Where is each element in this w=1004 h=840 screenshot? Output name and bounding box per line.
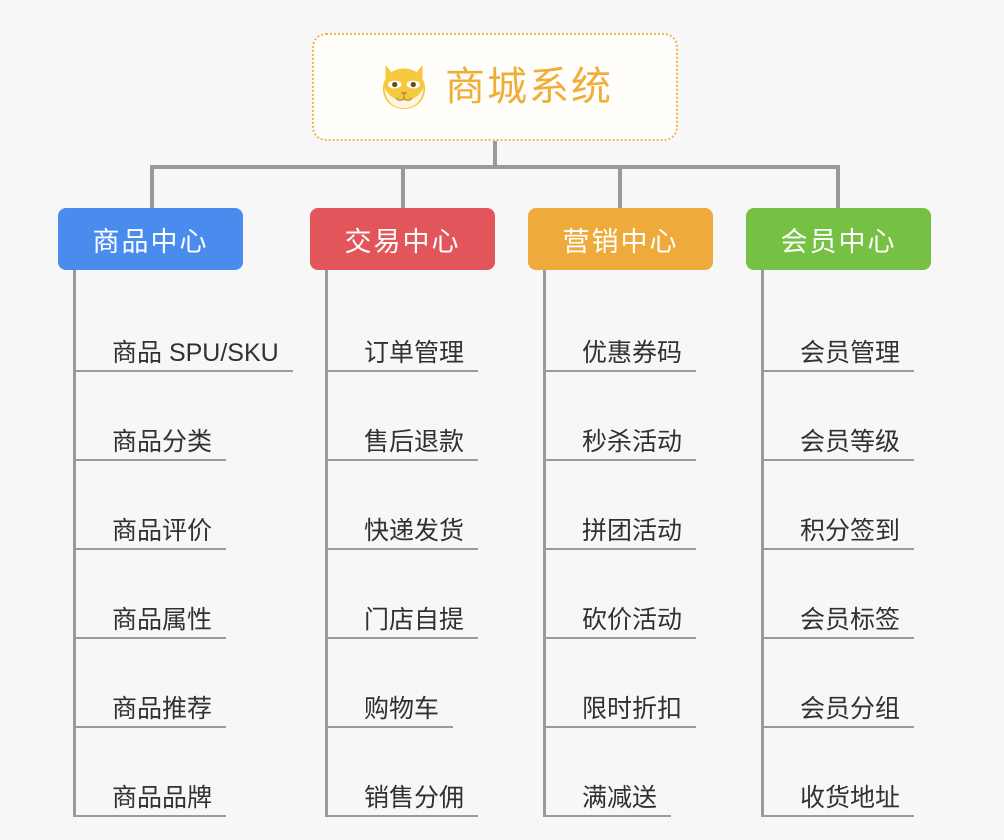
list-item[interactable]: 商品推荐 xyxy=(76,639,298,728)
list-item[interactable]: 优惠券码 xyxy=(546,283,758,372)
leaf-underline xyxy=(764,815,914,817)
list-item[interactable]: 限时折扣 xyxy=(546,639,758,728)
list-item[interactable]: 快递发货 xyxy=(328,461,540,550)
list-item[interactable]: 会员管理 xyxy=(764,283,976,372)
category-header-trade-center[interactable]: 交易中心 xyxy=(310,208,495,270)
leaf-underline xyxy=(546,637,696,639)
category-header-marketing-center[interactable]: 营销中心 xyxy=(528,208,713,270)
connector-drop-member-center xyxy=(836,165,840,209)
leaf-list-member-center: 会员管理 会员等级 积分签到 会员标签 会员分组 收货地址 xyxy=(761,270,976,817)
list-item[interactable]: 秒杀活动 xyxy=(546,372,758,461)
connector-drop-trade-center xyxy=(401,165,405,209)
leaf-underline xyxy=(764,370,914,372)
list-item[interactable]: 会员分组 xyxy=(764,639,976,728)
leaf-underline xyxy=(764,726,914,728)
branch-trade-center: 交易中心 订单管理 售后退款 快递发货 门店自提 购物车 xyxy=(310,208,540,817)
leaf-underline xyxy=(328,726,453,728)
leaf-label: 收货地址 xyxy=(800,783,901,812)
list-item[interactable]: 商品 SPU/SKU xyxy=(76,283,298,372)
leaf-label: 会员等级 xyxy=(800,427,901,456)
leaf-label: 快递发货 xyxy=(364,516,465,545)
leaf-underline xyxy=(76,637,226,639)
list-item[interactable]: 砍价活动 xyxy=(546,550,758,639)
category-header-product-center[interactable]: 商品中心 xyxy=(58,208,243,270)
root-title: 商城系统 xyxy=(445,65,613,109)
leaf-underline xyxy=(546,459,696,461)
list-item[interactable]: 订单管理 xyxy=(328,283,540,372)
leaf-label: 会员分组 xyxy=(800,694,901,723)
leaf-label: 订单管理 xyxy=(364,338,465,367)
category-label: 会员中心 xyxy=(780,226,897,257)
list-item[interactable]: 商品属性 xyxy=(76,550,298,639)
list-item[interactable]: 积分签到 xyxy=(764,461,976,550)
leaf-underline xyxy=(328,548,478,550)
list-item[interactable]: 满减送 xyxy=(546,728,758,817)
shiba-dog-face-icon xyxy=(382,65,426,109)
connector-horizontal-bus xyxy=(150,165,840,169)
leaf-label: 砍价活动 xyxy=(582,605,683,634)
list-item[interactable]: 拼团活动 xyxy=(546,461,758,550)
leaf-underline xyxy=(76,815,226,817)
connector-drop-marketing-center xyxy=(618,165,622,209)
leaf-label: 优惠券码 xyxy=(582,338,683,367)
leaf-label: 商品属性 xyxy=(112,605,213,634)
leaf-label: 门店自提 xyxy=(364,605,465,634)
leaf-label: 拼团活动 xyxy=(582,516,683,545)
leaf-label: 商品 SPU/SKU xyxy=(112,338,279,367)
category-label: 商品中心 xyxy=(92,226,209,257)
list-item[interactable]: 商品分类 xyxy=(76,372,298,461)
leaf-label: 秒杀活动 xyxy=(582,427,683,456)
leaf-label: 积分签到 xyxy=(800,516,901,545)
leaf-underline xyxy=(764,637,914,639)
connector-drop-product-center xyxy=(150,165,154,209)
leaf-label: 会员管理 xyxy=(800,338,901,367)
leaf-underline xyxy=(328,815,478,817)
leaf-label: 商品分类 xyxy=(112,427,213,456)
list-item[interactable]: 收货地址 xyxy=(764,728,976,817)
leaf-label: 商品品牌 xyxy=(112,783,213,812)
leaf-label: 会员标签 xyxy=(800,605,901,634)
leaf-label: 售后退款 xyxy=(364,427,465,456)
leaf-list-marketing-center: 优惠券码 秒杀活动 拼团活动 砍价活动 限时折扣 满减送 xyxy=(543,270,758,817)
leaf-underline xyxy=(76,459,226,461)
leaf-label: 销售分佣 xyxy=(364,783,465,812)
list-item[interactable]: 门店自提 xyxy=(328,550,540,639)
list-item[interactable]: 购物车 xyxy=(328,639,540,728)
list-item[interactable]: 商品品牌 xyxy=(76,728,298,817)
leaf-label: 商品推荐 xyxy=(112,694,213,723)
category-label: 营销中心 xyxy=(562,226,679,257)
leaf-underline xyxy=(328,370,478,372)
root-node[interactable]: 商城系统 xyxy=(312,33,678,141)
connector-root-stem xyxy=(493,141,497,168)
leaf-underline xyxy=(328,637,478,639)
leaf-list-product-center: 商品 SPU/SKU 商品分类 商品评价 商品属性 商品推荐 商品品牌 xyxy=(73,270,298,817)
leaf-list-trade-center: 订单管理 售后退款 快递发货 门店自提 购物车 销售分佣 xyxy=(325,270,540,817)
leaf-underline xyxy=(76,370,293,372)
list-item[interactable]: 会员标签 xyxy=(764,550,976,639)
leaf-underline xyxy=(76,726,226,728)
leaf-label: 购物车 xyxy=(364,694,440,723)
leaf-underline xyxy=(764,548,914,550)
leaf-underline xyxy=(76,548,226,550)
leaf-underline xyxy=(328,459,478,461)
leaf-underline xyxy=(546,370,696,372)
branch-member-center: 会员中心 会员管理 会员等级 积分签到 会员标签 会员分组 xyxy=(746,208,976,817)
leaf-underline xyxy=(546,815,671,817)
list-item[interactable]: 售后退款 xyxy=(328,372,540,461)
leaf-label: 限时折扣 xyxy=(582,694,683,723)
leaf-underline xyxy=(546,726,696,728)
list-item[interactable]: 销售分佣 xyxy=(328,728,540,817)
leaf-label: 满减送 xyxy=(582,783,658,812)
branch-marketing-center: 营销中心 优惠券码 秒杀活动 拼团活动 砍价活动 限时折扣 xyxy=(528,208,758,817)
category-header-member-center[interactable]: 会员中心 xyxy=(746,208,931,270)
list-item[interactable]: 会员等级 xyxy=(764,372,976,461)
list-item[interactable]: 商品评价 xyxy=(76,461,298,550)
category-label: 交易中心 xyxy=(344,226,461,257)
leaf-underline xyxy=(764,459,914,461)
leaf-label: 商品评价 xyxy=(112,516,213,545)
branch-product-center: 商品中心 商品 SPU/SKU 商品分类 商品评价 商品属性 商品推荐 xyxy=(58,208,298,817)
leaf-underline xyxy=(546,548,696,550)
